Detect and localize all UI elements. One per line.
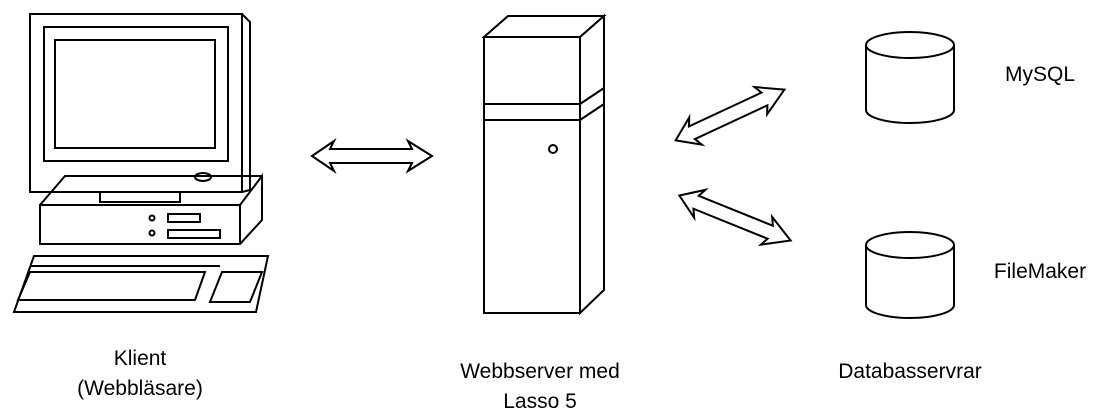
database-cylinder-icon bbox=[865, 31, 955, 124]
client-label: Klient (Webbläsare) bbox=[40, 344, 240, 404]
mysql-label-text: MySQL bbox=[1004, 63, 1075, 86]
server-label: Webbserver med Lasso 5 bbox=[420, 357, 660, 417]
bidirectional-arrow-icon bbox=[677, 188, 793, 247]
server-label-line1: Webbserver med bbox=[460, 360, 620, 383]
mysql-label: MySQL bbox=[980, 60, 1100, 90]
client-label-line1: Klient bbox=[113, 347, 167, 370]
filemaker-label-text: FileMaker bbox=[993, 260, 1087, 283]
desktop-computer-icon bbox=[12, 13, 270, 313]
server-label-line2: Lasso 5 bbox=[503, 390, 577, 413]
database-cylinder-icon bbox=[865, 231, 955, 319]
bidirectional-arrow-icon bbox=[310, 138, 434, 174]
bidirectional-arrow-icon bbox=[674, 85, 787, 147]
filemaker-label: FileMaker bbox=[980, 257, 1100, 287]
tower-server-icon bbox=[481, 13, 607, 316]
client-label-line2: (Webbläsare) bbox=[77, 377, 203, 400]
database-group-label: Databasservrar bbox=[800, 357, 1020, 387]
database-group-label-text: Databasservrar bbox=[838, 360, 982, 383]
